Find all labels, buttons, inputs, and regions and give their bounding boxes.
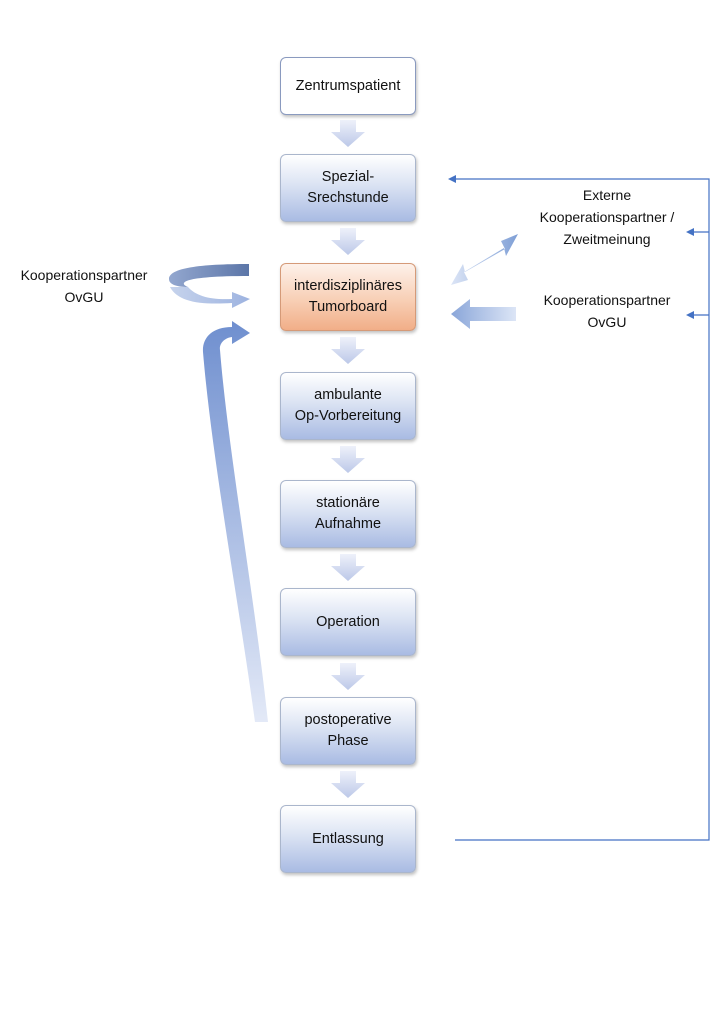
label-line: Kooperationspartner — [20, 267, 148, 283]
flow-arrows — [331, 120, 365, 798]
flow-arrow-2 — [331, 228, 365, 255]
step-label: Zentrumspatient — [295, 77, 401, 94]
arrowhead-to-partner — [686, 311, 694, 319]
step-postoperative-phase: postoperative Phase — [280, 697, 416, 765]
step-label: Operation — [316, 613, 380, 630]
label-left-partner: Kooperationspartner OvGU — [6, 264, 162, 308]
flow-arrow-6 — [331, 663, 365, 690]
step-tumorboard: interdisziplinäres Tumorboard — [280, 263, 416, 331]
label-line: OvGU — [64, 289, 104, 305]
flow-arrow-3 — [331, 337, 365, 364]
arrow-right-partner — [451, 299, 516, 329]
step-label: Op-Vorbereitung — [294, 408, 402, 424]
step-label: interdisziplinäres — [294, 278, 402, 294]
arrowhead-to-external — [686, 228, 694, 236]
flow-arrow-5 — [331, 554, 365, 581]
step-label: ambulante — [314, 387, 382, 403]
double-arrow-external — [451, 234, 518, 285]
step-label: Phase — [327, 733, 369, 749]
step-zentrumspatient: Zentrumspatient — [280, 57, 416, 115]
step-label: Tumorboard — [308, 299, 388, 315]
step-label: stationäre — [316, 495, 380, 511]
step-label: Spezial- — [321, 169, 375, 185]
step-label: Aufnahme — [314, 516, 382, 532]
feedback-arrowheads — [448, 175, 694, 319]
step-label: Srechstunde — [307, 190, 389, 206]
feedback-line — [454, 178, 710, 841]
step-operation: Operation — [280, 588, 416, 656]
flow-arrow-4 — [331, 446, 365, 473]
step-label: Entlassung — [312, 830, 384, 847]
step-label: postoperative — [304, 712, 392, 728]
label-line: OvGU — [587, 314, 627, 330]
step-spezial-sprechstunde: Spezial- Srechstunde — [280, 154, 416, 222]
step-entlassung: Entlassung — [280, 805, 416, 873]
label-line: Kooperationspartner — [543, 292, 671, 308]
feedback-connector — [454, 178, 710, 841]
label-external-partners: Externe Kooperationspartner / Zweitmeinu… — [522, 184, 692, 250]
step-op-vorbereitung: ambulante Op-Vorbereitung — [280, 372, 416, 440]
label-line: Externe — [582, 187, 632, 203]
flow-arrow-7 — [331, 771, 365, 798]
loop-arrow-left-partner — [169, 264, 250, 308]
label-right-partner: Kooperationspartner OvGU — [528, 289, 686, 333]
label-line: Zweitmeinung — [563, 231, 651, 247]
return-arrow-postoperative — [202, 321, 268, 722]
label-line: Kooperationspartner / — [539, 209, 675, 225]
arrowhead-to-sprechstunde — [448, 175, 456, 183]
step-stationaere-aufnahme: stationäre Aufnahme — [280, 480, 416, 548]
flow-arrow-1 — [331, 120, 365, 147]
